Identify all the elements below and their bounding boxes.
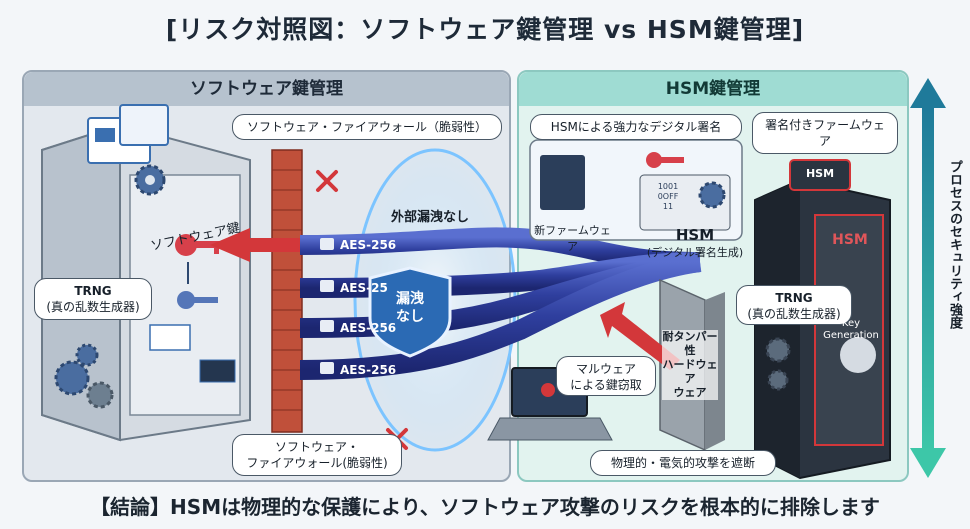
pipe-label-1: AES-256 xyxy=(340,238,397,252)
tamper-resistant-label: 耐タンパー性 ハードウェア ウェア xyxy=(662,330,718,400)
hsm-panel-heading: HSM鍵管理 xyxy=(519,72,907,106)
new-firmware-label: 新ファームウェア xyxy=(534,224,611,253)
key-generation-line2: Generation xyxy=(823,330,879,341)
malware-theft-label: マルウェア による鍵窃取 xyxy=(556,356,656,396)
hsm-top-badge: HSM xyxy=(805,167,835,180)
leak-arrow xyxy=(210,228,300,262)
physical-block-label: 物理的・電気的攻撃を遮断 xyxy=(590,450,776,476)
pipe-label-4: AES-256 xyxy=(340,363,397,377)
hsm-trng-subtitle: (真の乱数生成器) xyxy=(747,307,841,321)
pipe-label-3: AES-256 xyxy=(340,321,397,335)
tamper-line1: 耐タンパー性 xyxy=(662,330,718,357)
hsm-signing-subtitle: (デジタル署名生成) xyxy=(646,246,744,259)
blue-key-icon xyxy=(177,291,218,309)
gear-icon xyxy=(54,164,166,409)
conclusion-text: 【結論】HSMは物理的な保護により、ソフトウェア攻撃のリスクを根本的に排除します xyxy=(90,495,880,519)
software-trng-label: TRNG (真の乱数生成器) xyxy=(34,278,152,320)
firewall-top-label: ソフトウェア・ファイアウォール（脆弱性） xyxy=(232,114,502,140)
no-leak-line1: 漏洩 xyxy=(396,291,424,307)
firewall-brick-wall xyxy=(271,149,303,433)
software-trng-title: TRNG xyxy=(74,284,112,298)
no-leak-shield-label: 漏洩 なし xyxy=(380,290,440,326)
key-generation-line1: Key xyxy=(841,318,861,329)
tamper-line2: ハードウェア xyxy=(662,358,718,385)
page-title: [リスク対照図：ソフトウェア鍵管理 vs HSM鍵管理] xyxy=(165,15,805,44)
red-key-icon xyxy=(646,152,684,168)
malware-line2: による鍵窃取 xyxy=(570,378,642,392)
firewall-bottom-label: ソフトウェア・ ファイアウォール(脆弱性) xyxy=(232,434,402,476)
hsm-server-label: HSM xyxy=(832,232,868,248)
gear-icon xyxy=(698,181,726,209)
shield-icon xyxy=(368,266,452,358)
firmware-file-icon xyxy=(540,155,585,210)
security-strength-axis xyxy=(910,78,946,478)
hsm-signing-label: HSM (デジタル署名生成) xyxy=(630,226,760,260)
security-strength-label: プロセスのセキュリティ強度 xyxy=(947,160,962,329)
red-key-icon xyxy=(175,234,226,256)
firewall-bottom-line1: ソフトウェア・ xyxy=(274,440,359,454)
signed-firmware-label: 署名付きファームウェア xyxy=(752,112,898,154)
software-panel-heading: ソフトウェア鍵管理 xyxy=(24,72,509,106)
key-generation-label: Key Generation xyxy=(815,318,887,342)
lock-icon xyxy=(320,238,334,374)
hsm-trng-title: TRNG xyxy=(775,291,813,305)
software-trng-subtitle: (真の乱数生成器) xyxy=(46,300,140,314)
no-external-leak-label: 外部漏洩なし xyxy=(390,210,469,225)
pipe-label-2: AES-25 xyxy=(340,281,388,295)
hsm-server-cabinet xyxy=(754,159,891,480)
hsm-trng-label: TRNG (真の乱数生成器) xyxy=(736,285,852,325)
hsm-signing-title: HSM xyxy=(675,226,715,244)
code-card-label: 1001 0OFF 11 xyxy=(657,182,679,211)
malware-attack-arrow xyxy=(600,302,680,370)
tamper-line3: ウェア xyxy=(673,386,707,399)
document-icon xyxy=(87,104,169,164)
no-leak-line2: なし xyxy=(396,309,424,325)
database-icon xyxy=(840,337,876,373)
firewall-bottom-line2: ファイアウォール(脆弱性) xyxy=(246,456,388,470)
malware-line1: マルウェア xyxy=(575,362,636,376)
hsm-signature-label: HSMによる強力なデジタル署名 xyxy=(530,114,742,140)
